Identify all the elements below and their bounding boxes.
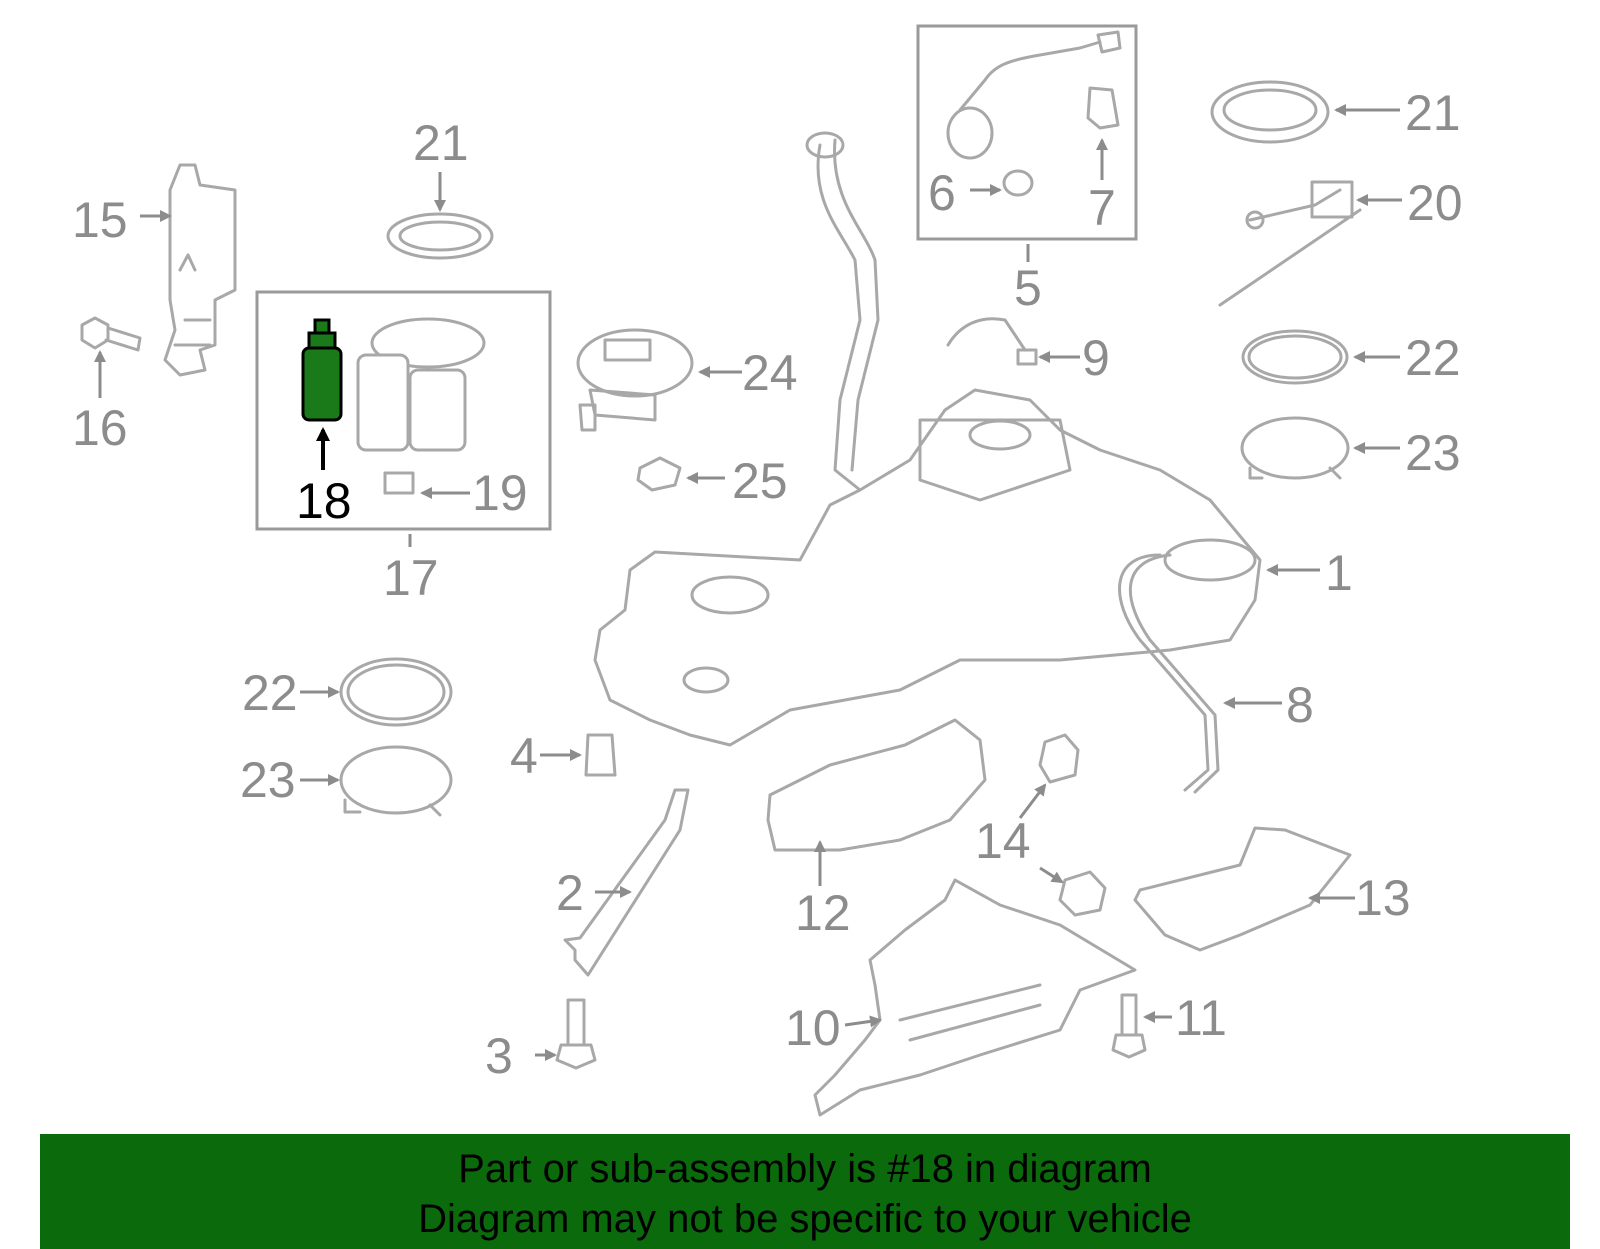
part-19-pump-module xyxy=(356,317,486,495)
part-1-fuel-tank xyxy=(593,388,1262,747)
label-24: 24 xyxy=(742,345,798,401)
leader-arrows xyxy=(94,104,1402,1061)
part-22-seal-left xyxy=(339,657,453,727)
part-20-level-sensor xyxy=(1218,180,1362,307)
label-22-right: 22 xyxy=(1405,330,1461,386)
label-13: 13 xyxy=(1355,870,1411,926)
part-3-bolt xyxy=(555,998,597,1070)
banner-line-2: Diagram may not be specific to your vehi… xyxy=(418,1197,1192,1241)
part-24-sender-unit xyxy=(576,328,694,432)
label-3: 3 xyxy=(485,1028,513,1084)
part-9-sensor-harness xyxy=(946,317,1038,366)
part-21-lock-ring-right xyxy=(1210,80,1330,144)
label-9: 9 xyxy=(1082,330,1110,386)
part-12-shield xyxy=(766,718,987,852)
label-14: 14 xyxy=(975,813,1031,869)
part-10-underbody-shield xyxy=(813,878,1137,1117)
filler-neck xyxy=(805,131,880,492)
part-14-nut-lower xyxy=(1058,870,1107,917)
label-10: 10 xyxy=(785,1000,841,1056)
part-16-bolt xyxy=(80,316,142,352)
banner-line-1: Part or sub-assembly is #18 in diagram xyxy=(458,1147,1152,1191)
label-2: 2 xyxy=(556,865,584,921)
label-8: 8 xyxy=(1286,677,1314,733)
label-22-left: 22 xyxy=(242,665,298,721)
label-16: 16 xyxy=(72,400,128,456)
part-8-fuel-line xyxy=(1118,553,1220,794)
notice-banner: Part or sub-assembly is #18 in diagram D… xyxy=(40,1134,1570,1249)
part-7-valve xyxy=(1086,86,1120,130)
label-25: 25 xyxy=(732,453,788,509)
label-17: 17 xyxy=(383,550,439,606)
label-15: 15 xyxy=(72,192,128,248)
label-1: 1 xyxy=(1325,545,1353,601)
part-18-fuel-pump xyxy=(301,318,343,422)
part-4-bumper xyxy=(584,733,617,777)
part-11-bolt xyxy=(1111,993,1147,1059)
label-18: 18 xyxy=(296,473,352,529)
part-25-gasket xyxy=(636,456,682,492)
part-5-vent-line xyxy=(946,30,1122,160)
label-21-left: 21 xyxy=(413,115,469,171)
label-20: 20 xyxy=(1407,175,1463,231)
part-22-seal-right xyxy=(1241,329,1349,385)
part-23-ring-left xyxy=(339,745,453,817)
part-14-nut-upper xyxy=(1038,733,1080,784)
label-7: 7 xyxy=(1088,180,1116,236)
assembly-5-box xyxy=(916,24,1138,241)
label-21-right: 21 xyxy=(1405,85,1461,141)
part-13-shield xyxy=(1133,826,1352,952)
label-5: 5 xyxy=(1014,260,1042,316)
part-23-ring-right xyxy=(1240,416,1350,480)
part-number-labels: 15 16 21 18 19 17 24 25 6 7 5 9 21 20 22… xyxy=(72,85,1463,1084)
label-12: 12 xyxy=(795,885,851,941)
part-15-bracket xyxy=(163,163,237,377)
part-2-strap xyxy=(563,788,690,977)
assembly-17-box xyxy=(255,290,552,531)
label-19: 19 xyxy=(472,465,528,521)
part-6-seal xyxy=(1002,169,1034,197)
label-23-right: 23 xyxy=(1405,425,1461,481)
label-6: 6 xyxy=(928,165,956,221)
part-21-lock-ring-left xyxy=(386,212,494,260)
label-23-left: 23 xyxy=(240,752,296,808)
label-11: 11 xyxy=(1175,990,1227,1046)
label-4: 4 xyxy=(510,728,538,784)
